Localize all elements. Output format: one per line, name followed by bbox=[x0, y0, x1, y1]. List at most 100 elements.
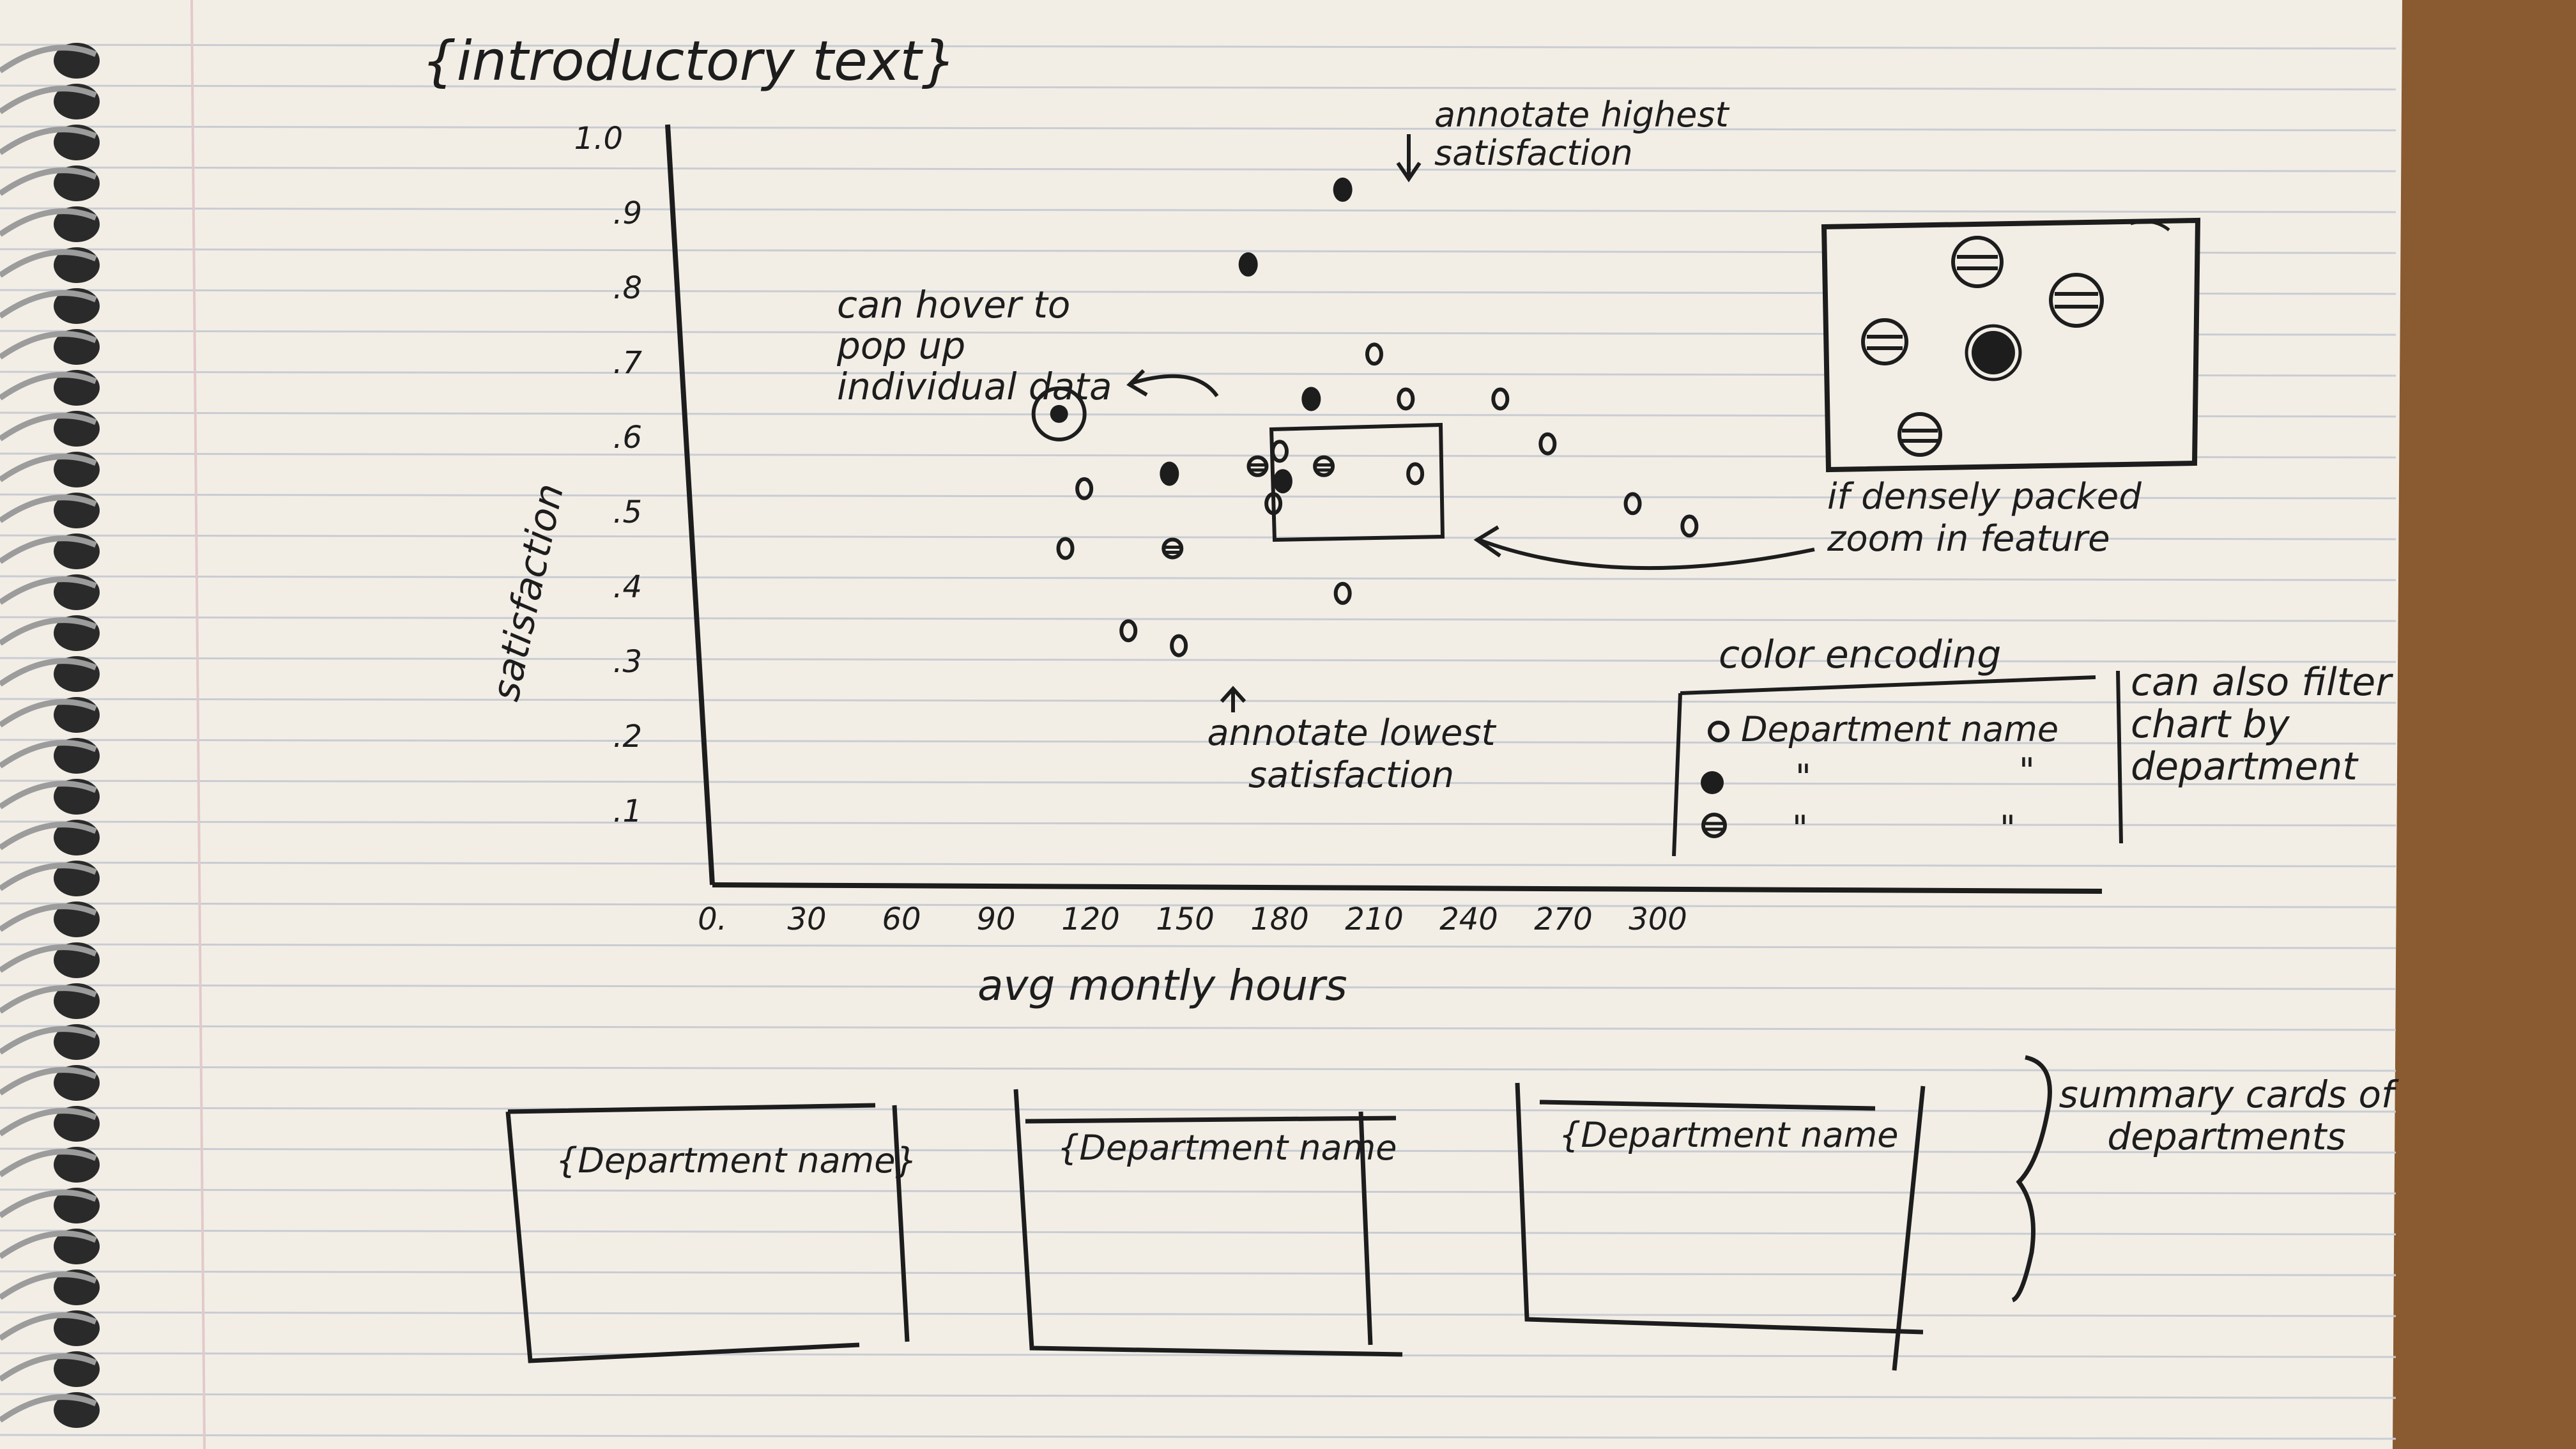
ruled-line bbox=[0, 1147, 2396, 1154]
scatter-point[interactable] bbox=[1273, 469, 1292, 494]
ruled-line bbox=[0, 616, 2396, 622]
scatter-point[interactable] bbox=[1623, 492, 1642, 516]
ruled-line bbox=[0, 1188, 2396, 1195]
summary-card[interactable]: {Department name} bbox=[505, 1103, 917, 1363]
arrow-curved-icon bbox=[1126, 369, 1219, 397]
y-tick-label: .5 bbox=[613, 494, 642, 530]
x-tick-label: 0. bbox=[698, 901, 727, 937]
spiral-ring bbox=[0, 942, 100, 978]
ruled-line bbox=[0, 1025, 2396, 1031]
spiral-ring bbox=[0, 861, 100, 896]
spiral-ring bbox=[0, 493, 100, 528]
spiral-ring bbox=[0, 370, 100, 406]
scatter-point[interactable] bbox=[1031, 386, 1087, 441]
annotation-hover-text: can hover to pop up individual data bbox=[837, 284, 1112, 408]
ruled-line bbox=[0, 739, 2396, 745]
ruled-line bbox=[0, 861, 2396, 868]
zoom-selection-box[interactable] bbox=[1269, 422, 1445, 542]
ruled-line bbox=[0, 43, 2396, 50]
ruled-line bbox=[0, 166, 2396, 172]
spiral-ring bbox=[0, 1269, 100, 1305]
ruled-line bbox=[0, 984, 2396, 990]
scatter-point[interactable] bbox=[1333, 177, 1353, 202]
scatter-point[interactable] bbox=[1333, 581, 1352, 605]
ruled-line bbox=[0, 207, 2396, 213]
spiral-ring bbox=[0, 452, 100, 487]
scatter-point[interactable] bbox=[1246, 455, 1269, 477]
y-tick-label: .1 bbox=[613, 793, 642, 829]
annotation-hover: can hover to pop up individual data bbox=[837, 284, 1112, 408]
x-tick-label: 150 bbox=[1156, 901, 1215, 937]
spiral-ring bbox=[0, 43, 100, 79]
scatter-point[interactable] bbox=[1406, 462, 1425, 486]
zoom-point-hatched bbox=[1897, 412, 1942, 457]
scatter-point[interactable] bbox=[1538, 432, 1557, 456]
y-tick-label: .4 bbox=[613, 569, 642, 605]
zoom-point-hatched bbox=[2049, 273, 2104, 328]
scatter-point[interactable] bbox=[1271, 440, 1289, 463]
scatter-point[interactable] bbox=[1075, 477, 1094, 500]
ruled-line bbox=[0, 1229, 2396, 1236]
annotation-highest-text: annotate highest satisfaction bbox=[1434, 96, 1729, 173]
scatter-point[interactable] bbox=[1264, 492, 1283, 516]
x-tick-label: 300 bbox=[1629, 901, 1687, 937]
spiral-ring bbox=[0, 656, 100, 692]
spiral-ring bbox=[0, 1024, 100, 1060]
spiral-ring bbox=[0, 697, 100, 733]
ruled-line bbox=[0, 125, 2396, 132]
ruled-line bbox=[0, 1393, 2396, 1399]
annotation-lowest-text: annotate lowest satisfaction bbox=[1207, 712, 1496, 796]
annotation-filter: can also filter chart by department bbox=[2131, 661, 2391, 788]
spiral-ring bbox=[0, 1310, 100, 1346]
spiral-ring bbox=[0, 1065, 100, 1101]
ruled-line bbox=[0, 493, 2396, 500]
summary-card[interactable]: {Department name bbox=[1013, 1089, 1403, 1357]
intro-text: {introductory text} bbox=[422, 29, 956, 93]
spiral-ring bbox=[0, 1229, 100, 1264]
ruled-line bbox=[0, 902, 2396, 908]
annotation-summary: summary cards of departments bbox=[2059, 1073, 2395, 1158]
x-tick-label: 270 bbox=[1534, 901, 1593, 937]
y-tick-label: .2 bbox=[613, 719, 642, 755]
margin-line bbox=[190, 0, 206, 1449]
zoom-point-hatched bbox=[1951, 236, 2004, 288]
spiral-ring bbox=[0, 574, 100, 610]
scatter-point[interactable] bbox=[1056, 537, 1075, 560]
scatter-point[interactable] bbox=[1491, 387, 1510, 411]
scatter-point[interactable] bbox=[1160, 461, 1179, 486]
y-tick-label: .9 bbox=[613, 195, 642, 231]
scatter-point[interactable] bbox=[1119, 619, 1138, 643]
zoom-point-hatched bbox=[1861, 318, 1908, 365]
spiral-ring bbox=[0, 125, 100, 160]
scatter-point[interactable] bbox=[1313, 455, 1335, 477]
y-tick-label: .6 bbox=[613, 420, 642, 456]
scatter-point[interactable] bbox=[1170, 634, 1188, 657]
scatter-point[interactable] bbox=[1680, 514, 1699, 538]
annotation-highest: annotate highest satisfaction bbox=[1434, 96, 1729, 173]
legend-left-line bbox=[1672, 693, 1682, 857]
chart-axes bbox=[665, 124, 2103, 894]
spiral-ring bbox=[0, 615, 100, 651]
scatter-point[interactable] bbox=[1162, 537, 1184, 560]
zoom-panel-points bbox=[1861, 236, 2104, 457]
zoom-point-filled bbox=[1965, 324, 2022, 381]
x-tick-label: 180 bbox=[1250, 901, 1309, 937]
legend-symbol-hatched bbox=[1701, 813, 1727, 838]
spiral-ring bbox=[0, 1351, 100, 1387]
y-tick-label: .8 bbox=[613, 270, 642, 306]
wood-grain bbox=[2389, 0, 2576, 1449]
scatter-point[interactable] bbox=[1397, 387, 1415, 411]
ruled-line bbox=[0, 84, 2396, 91]
ruled-line bbox=[0, 1066, 2396, 1072]
legend-top-line bbox=[1680, 675, 2096, 695]
summary-card[interactable]: {Department name bbox=[1515, 1082, 1926, 1371]
legend-symbol-open bbox=[1708, 721, 1729, 742]
scatter-point[interactable] bbox=[1238, 252, 1258, 277]
y-tick-label: .3 bbox=[613, 644, 642, 680]
spiral-ring bbox=[0, 206, 100, 242]
ruled-line bbox=[0, 820, 2396, 827]
scatter-point[interactable] bbox=[1301, 387, 1321, 411]
notebook-paper bbox=[0, 0, 2402, 1449]
spiral-ring bbox=[0, 1188, 100, 1223]
scatter-point[interactable] bbox=[1365, 342, 1383, 366]
